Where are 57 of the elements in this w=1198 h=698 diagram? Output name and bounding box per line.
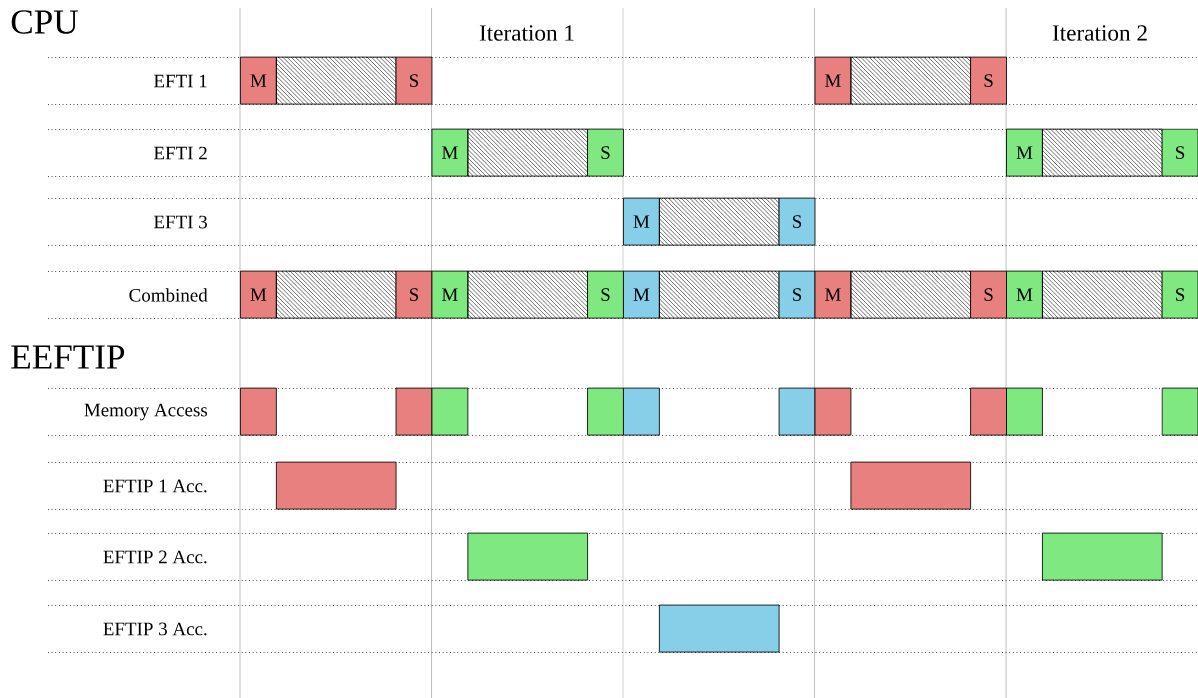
hatched-bar: [658, 197, 780, 246]
task-box: S: [395, 56, 433, 105]
task-box: S: [970, 270, 1007, 319]
section-heading: EEFTIP: [11, 345, 125, 369]
hatched-bar: [850, 56, 972, 105]
task-box: M: [431, 128, 469, 177]
hatched-bar: [850, 270, 972, 319]
access-bar: [623, 387, 660, 436]
access-bar: [814, 387, 852, 436]
task-box: S: [587, 128, 624, 177]
row-label: EFTI 1: [154, 74, 207, 88]
row-label: EFTIP 3 Acc.: [103, 622, 207, 636]
task-box: S: [778, 197, 816, 246]
hatched-bar: [658, 270, 780, 319]
hatched-bar: [467, 128, 588, 177]
task-box: M: [623, 197, 660, 246]
access-bar: [275, 461, 397, 510]
row-label: EFTI 3: [154, 215, 207, 229]
task-box: S: [778, 270, 816, 319]
access-bar: [587, 387, 624, 436]
task-box: S: [395, 270, 433, 319]
task-box: M: [1006, 128, 1043, 177]
hatched-bar: [1042, 270, 1163, 319]
access-bar: [467, 532, 588, 581]
task-box: M: [240, 56, 277, 105]
iteration-label: Iteration 2: [1052, 25, 1147, 41]
row-label: EFTIP 2 Acc.: [103, 550, 207, 564]
access-bar: [850, 461, 972, 510]
access-bar: [970, 387, 1007, 436]
hatched-bar: [275, 270, 397, 319]
task-box: M: [814, 270, 852, 319]
access-bar: [1042, 532, 1163, 581]
row-label: EFTIP 1 Acc.: [103, 479, 207, 493]
access-bar: [778, 387, 816, 436]
row-label: Combined: [129, 288, 208, 302]
task-box: S: [1161, 270, 1198, 319]
access-bar: [431, 387, 469, 436]
row-label: Memory Access: [84, 403, 208, 421]
access-bar: [240, 387, 277, 436]
access-bar: [1006, 387, 1043, 436]
hatched-bar: [275, 56, 397, 105]
task-box: S: [970, 56, 1007, 105]
hatched-bar: [467, 270, 588, 319]
task-box: M: [1006, 270, 1043, 319]
task-box: M: [623, 270, 660, 319]
task-box: M: [240, 270, 277, 319]
access-bar: [395, 387, 433, 436]
task-box: S: [1161, 128, 1198, 177]
task-box: S: [587, 270, 624, 319]
hatched-bar: [1042, 128, 1163, 177]
access-bar: [1161, 387, 1198, 436]
section-heading: CPU: [11, 10, 78, 34]
iteration-label: Iteration 1: [479, 25, 574, 41]
task-box: M: [814, 56, 852, 105]
row-label: EFTI 2: [154, 146, 207, 160]
access-bar: [658, 604, 780, 653]
task-box: M: [431, 270, 469, 319]
